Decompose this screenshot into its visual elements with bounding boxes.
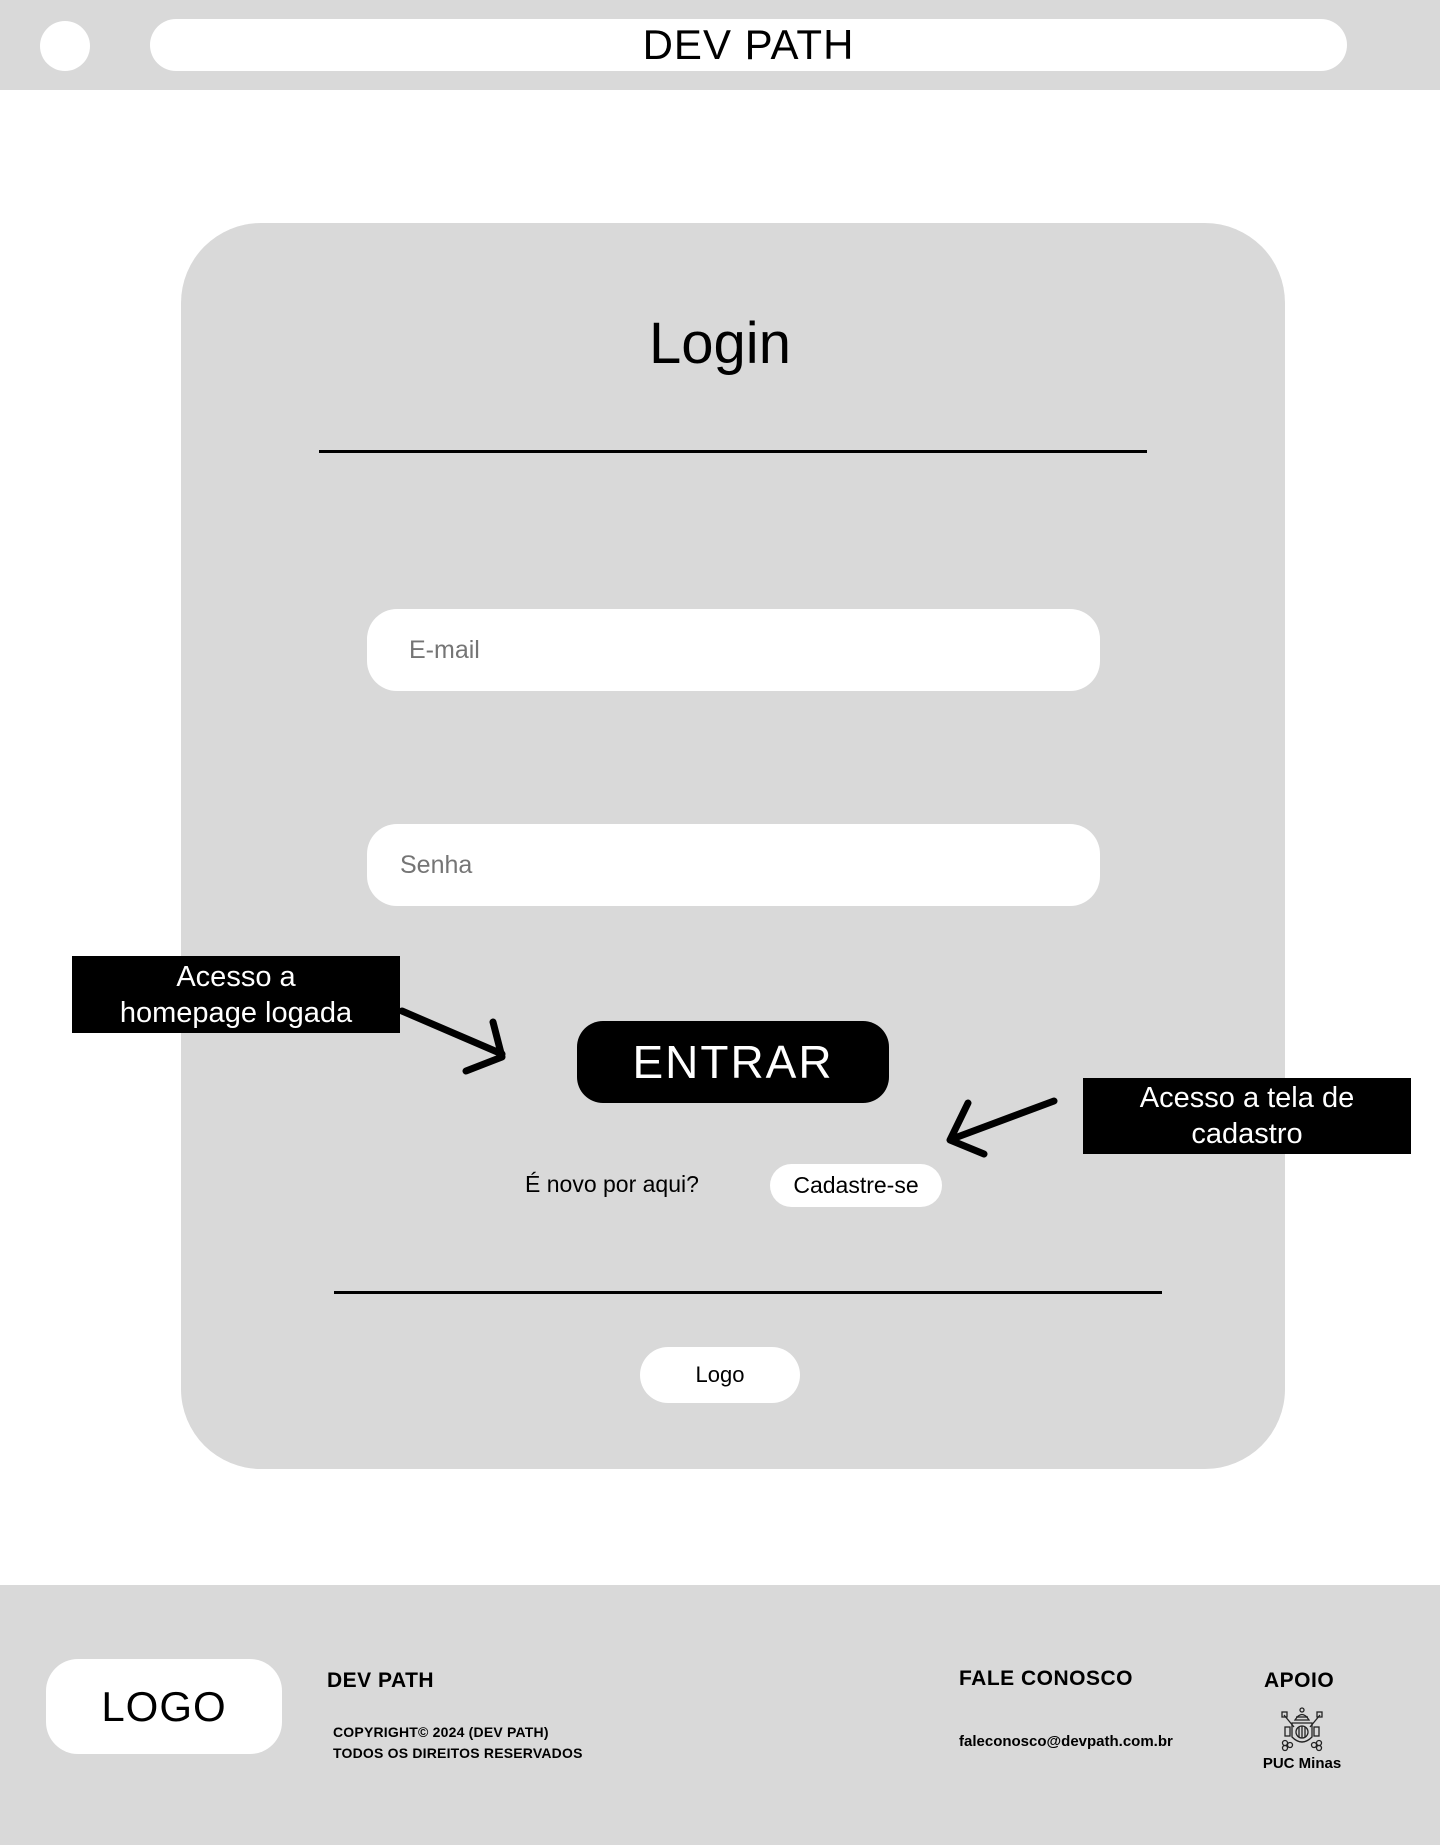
- annotation-signup-line2: cadastro: [1191, 1118, 1303, 1150]
- top-header: DEV PATH: [0, 0, 1440, 90]
- puc-crest-icon: [1281, 1707, 1323, 1752]
- arrow-right-icon: [398, 1007, 506, 1075]
- footer-brand-heading: DEV PATH: [327, 1669, 435, 1692]
- copyright-line2: TODOS OS DIREITOS RESERVADOS: [333, 1745, 583, 1761]
- password-field[interactable]: [367, 824, 1100, 906]
- signup-button[interactable]: Cadastre-se: [770, 1164, 942, 1207]
- contact-heading: FALE CONOSCO: [959, 1667, 1134, 1690]
- support-heading: APOIO: [1264, 1669, 1335, 1692]
- login-title: Login: [649, 311, 791, 376]
- bottom-divider: [334, 1291, 1162, 1294]
- footer-logo[interactable]: LOGO: [46, 1659, 282, 1754]
- new-here-text: É novo por aqui?: [525, 1171, 699, 1197]
- annotation-signup: Acesso a tela de cadastro: [1083, 1078, 1411, 1154]
- menu-circle-icon[interactable]: [40, 21, 90, 71]
- puc-minas-logo[interactable]: PUC Minas: [1262, 1705, 1342, 1772]
- site-footer: LOGO DEV PATH COPYRIGHT© 2024 (DEV PATH)…: [0, 1585, 1440, 1845]
- card-logo: Logo: [640, 1347, 800, 1403]
- site-title: DEV PATH: [642, 21, 855, 68]
- title-divider: [319, 450, 1147, 453]
- enter-button[interactable]: ENTRAR: [577, 1021, 889, 1103]
- puc-minas-name: PUC Minas: [1262, 1755, 1342, 1772]
- arrow-left-icon: [946, 1097, 1058, 1158]
- copyright-line1: COPYRIGHT© 2024 (DEV PATH): [333, 1724, 549, 1740]
- annotation-homepage-line1: Acesso a: [176, 960, 296, 993]
- annotation-homepage: Acesso a homepage logada: [72, 956, 400, 1033]
- annotation-homepage-line2: homepage logada: [119, 996, 353, 1029]
- annotation-signup-line1: Acesso a tela de: [1139, 1082, 1355, 1114]
- header-title-bar: DEV PATH: [150, 19, 1347, 71]
- email-field[interactable]: [367, 609, 1100, 691]
- copyright-notice: COPYRIGHT© 2024 (DEV PATH) TODOS OS DIRE…: [333, 1722, 583, 1764]
- contact-email-link[interactable]: faleconosco@devpath.com.br: [959, 1733, 1173, 1750]
